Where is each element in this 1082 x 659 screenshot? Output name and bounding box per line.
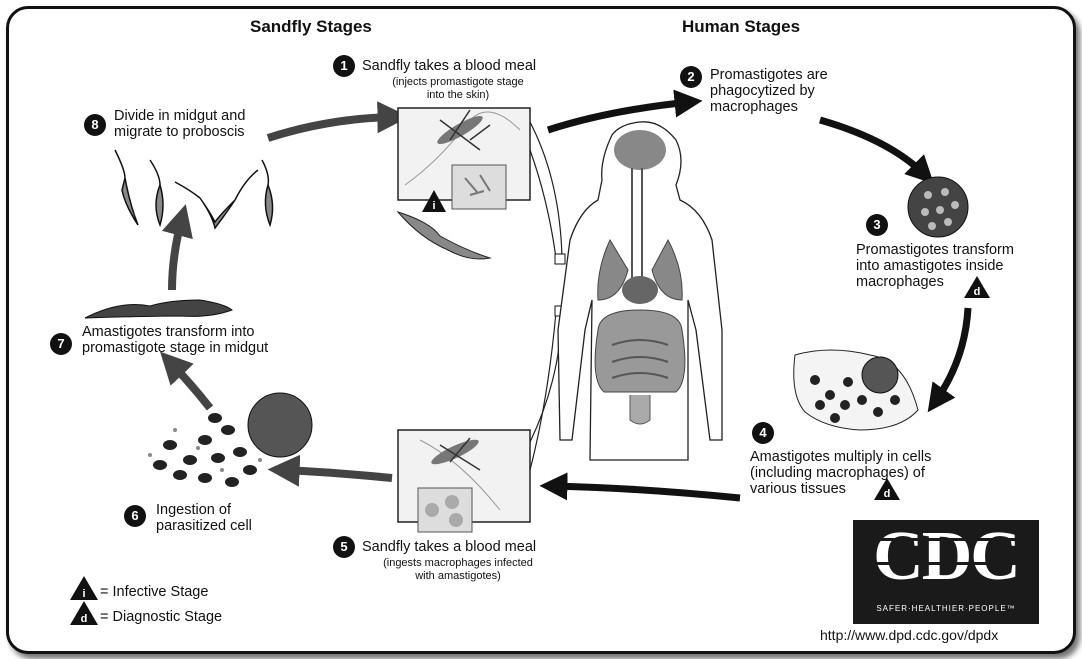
step-8-number: 8 — [84, 114, 106, 136]
midgut-promastigote-illustration — [85, 300, 232, 318]
svg-text:d: d — [81, 613, 88, 625]
sandfly-stages-header: Sandfly Stages — [250, 17, 372, 36]
legend-diagnostic-label: = Diagnostic Stage — [100, 609, 222, 625]
step-2-number: 2 — [680, 66, 702, 88]
step-7-number: 7 — [50, 333, 72, 355]
source-url: http://www.dpd.cdc.gov/dpdx — [820, 628, 998, 644]
legend-infective-label: = Infective Stage — [100, 584, 208, 600]
sandfly-feeding-illustration-5 — [398, 430, 530, 532]
cdc-logo: CDC SAFER·HEALTHIER·PEOPLE™ — [853, 520, 1039, 624]
promastigote-illustration — [398, 212, 490, 259]
macrophage-illustration — [908, 177, 968, 237]
step-3-number: 3 — [866, 214, 888, 236]
dividing-promastigotes-illustration — [115, 150, 273, 228]
arrow-3-to-4 — [935, 308, 968, 402]
arrow-8-to-1 — [268, 117, 395, 138]
svg-text:i: i — [82, 588, 85, 600]
arrow-6-to-7 — [170, 362, 210, 408]
infected-tissue-illustration — [794, 350, 918, 430]
step-1-detail: (injects promastigote stage into the ski… — [368, 76, 548, 101]
step-5-detail: (ingests macrophages infected with amast… — [368, 557, 548, 582]
arrow-2-to-3 — [820, 120, 925, 175]
arrow-7-to-8 — [172, 218, 182, 290]
human-stages-header: Human Stages — [682, 17, 800, 36]
arrow-5-to-6 — [282, 470, 392, 478]
step-4-label: Amastigotes multiply in cells(including … — [750, 449, 931, 498]
sandfly-feeding-illustration-1 — [398, 108, 530, 209]
step-6-number: 6 — [124, 505, 146, 527]
step-5-number: 5 — [333, 536, 355, 558]
legend-infective-icon: i — [70, 576, 98, 600]
human-anatomy-illustration — [558, 122, 722, 460]
step-1-number: 1 — [333, 55, 355, 77]
step-1-label: Sandfly takes a blood meal — [362, 58, 536, 74]
step-5-label: Sandfly takes a blood meal — [362, 539, 536, 555]
arrow-4-to-5 — [552, 486, 740, 498]
legend-diagnostic-icon: d — [70, 601, 98, 625]
cdc-logo-text: CDC — [853, 522, 1039, 592]
arrow-1-to-2 — [548, 102, 690, 130]
svg-text:i: i — [432, 200, 435, 212]
cdc-logo-tagline: SAFER·HEALTHIER·PEOPLE™ — [853, 604, 1039, 613]
step-4-number: 4 — [752, 422, 774, 444]
